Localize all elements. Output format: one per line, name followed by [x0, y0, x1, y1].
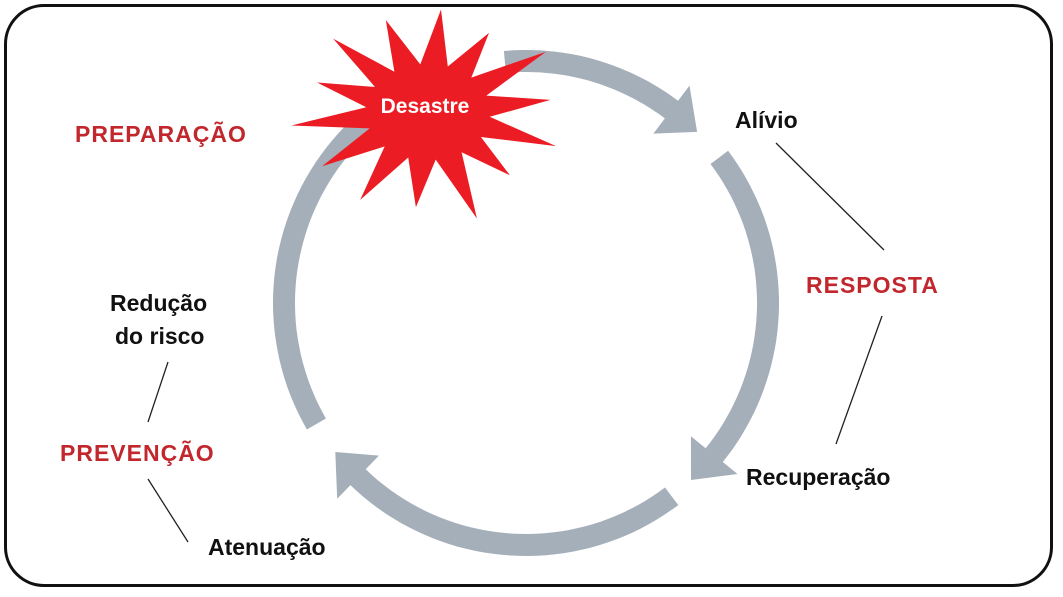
phase-prevention-label: PREVENÇÃO	[60, 439, 215, 466]
arc-arrow-right	[690, 150, 779, 480]
connector-risk-prevention	[147, 361, 169, 423]
stage-risk-reduction-line1: Redução	[110, 290, 207, 316]
connector-prevention-mitigation	[147, 478, 189, 543]
stage-relief-label: Alívio	[735, 107, 798, 133]
connector-response-recovery	[835, 315, 883, 445]
phase-preparation-label: PREPARAÇÃO	[75, 120, 247, 147]
arc-arrow-top-right	[503, 50, 698, 134]
disaster-label: Desastre	[381, 95, 470, 118]
connector-lines	[147, 142, 885, 543]
disaster-burst-icon	[291, 9, 557, 219]
stage-mitigation-label: Atenuação	[208, 534, 326, 560]
stage-risk-reduction-line2: do risco	[115, 323, 204, 349]
arc-arrow-bottom	[335, 452, 679, 556]
stage-recovery-label: Recuperação	[746, 464, 890, 490]
rounded-frame	[4, 4, 1053, 587]
phase-response-label: RESPOSTA	[806, 272, 939, 298]
connector-relief-response	[775, 142, 885, 251]
